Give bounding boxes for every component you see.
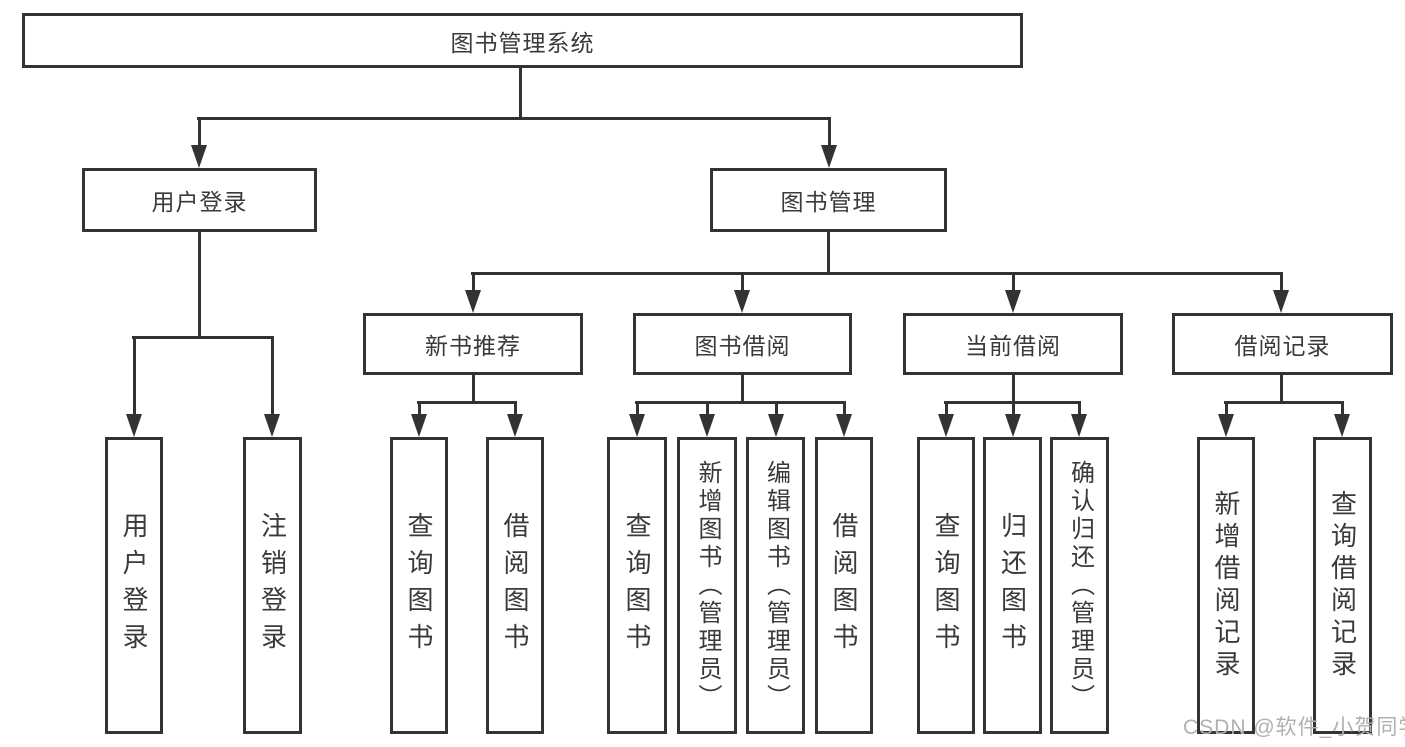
connector-stem	[843, 401, 846, 416]
leaf-nb-query-books: 查询图书	[390, 437, 448, 734]
connector-group-bus	[1224, 401, 1344, 404]
connector-stem	[133, 336, 136, 416]
node-book-borrow-label: 图书借阅	[694, 333, 791, 359]
arrowhead-down-icon	[1071, 414, 1087, 437]
connector-stem	[1012, 401, 1015, 416]
connector-stem	[1280, 272, 1283, 292]
arrowhead-down-icon	[465, 290, 481, 313]
arrowhead-down-icon	[734, 290, 750, 313]
connector-level3-bus	[471, 272, 1283, 275]
leaf-logout-label: 注销登录	[257, 511, 288, 660]
arrowhead-down-icon	[1218, 414, 1234, 437]
leaf-bb-query-books-label: 查询图书	[622, 511, 652, 660]
leaf-cb-confirm-return: 确认归还（管理员）	[1050, 437, 1109, 734]
arrowhead-down-icon	[507, 414, 523, 437]
arrowhead-down-icon	[768, 414, 784, 437]
leaf-bb-add-books: 新增图书（管理员）	[677, 437, 737, 734]
leaf-cb-return-books-label: 归还图书	[997, 511, 1028, 660]
connector-stem	[271, 336, 274, 416]
connector-stem	[706, 401, 709, 416]
leaf-cb-query-books-label: 查询图书	[931, 511, 961, 660]
connector-bookmgmt-drop	[827, 230, 830, 275]
leaf-cb-confirm-return-label: 确认归还（管理员）	[1066, 459, 1094, 712]
leaf-br-add-record-label: 新增借阅记录	[1211, 489, 1241, 682]
arrowhead-down-icon	[1334, 414, 1350, 437]
connector-userlogin-drop	[198, 230, 201, 339]
leaf-cb-query-books: 查询图书	[917, 437, 975, 734]
watermark: CSDN @软件_小贺同学	[1183, 716, 1405, 739]
leaf-bb-edit-books: 编辑图书（管理员）	[746, 437, 805, 734]
connector-group-bus	[417, 401, 517, 404]
connector-stem	[418, 401, 421, 416]
node-new-book-recommend: 新书推荐	[363, 313, 583, 375]
connector-stem	[636, 401, 639, 416]
leaf-user-login: 用户登录	[105, 437, 163, 734]
arrowhead-down-icon	[821, 145, 837, 168]
connector-group-bus	[132, 336, 274, 339]
arrowhead-down-icon	[1273, 290, 1289, 313]
arrowhead-down-icon	[191, 145, 207, 168]
arrowhead-down-icon	[836, 414, 852, 437]
leaf-br-add-record: 新增借阅记录	[1197, 437, 1255, 734]
connector-group-bus	[635, 401, 846, 404]
connector-stem	[198, 117, 201, 147]
leaf-bb-query-books: 查询图书	[607, 437, 667, 734]
connector-stem	[775, 401, 778, 416]
connector-root-drop	[519, 66, 522, 120]
arrowhead-down-icon	[629, 414, 645, 437]
leaf-logout: 注销登录	[243, 437, 302, 734]
connector-level2-bus	[197, 117, 831, 120]
node-user-login-label: 用户登录	[151, 189, 248, 215]
connector-stem	[514, 401, 517, 416]
node-borrow-records: 借阅记录	[1172, 313, 1393, 375]
leaf-bb-add-books-label: 新增图书（管理员）	[694, 459, 721, 712]
connector-stem	[1225, 401, 1228, 416]
node-current-borrow: 当前借阅	[903, 313, 1123, 375]
arrowhead-down-icon	[411, 414, 427, 437]
leaf-nb-borrow-books-label: 借阅图书	[500, 511, 530, 660]
arrowhead-down-icon	[264, 414, 280, 437]
arrowhead-down-icon	[938, 414, 954, 437]
connector-drop	[741, 373, 744, 404]
node-new-book-recommend-label: 新书推荐	[425, 333, 521, 359]
arrowhead-down-icon	[126, 414, 142, 437]
leaf-bb-borrow-books-label: 借阅图书	[829, 511, 859, 660]
connector-drop	[472, 373, 475, 404]
connector-stem	[1341, 401, 1344, 416]
leaf-nb-borrow-books: 借阅图书	[486, 437, 544, 734]
leaf-bb-edit-books-label: 编辑图书（管理员）	[762, 459, 790, 712]
arrowhead-down-icon	[1005, 414, 1021, 437]
node-root: 图书管理系统	[22, 13, 1023, 68]
node-book-borrow: 图书借阅	[633, 313, 852, 375]
leaf-bb-borrow-books: 借阅图书	[815, 437, 873, 734]
connector-drop	[1012, 373, 1015, 404]
connector-stem	[828, 117, 831, 147]
connector-stem	[945, 401, 948, 416]
connector-drop	[1280, 373, 1283, 404]
leaf-cb-return-books: 归还图书	[983, 437, 1042, 734]
node-borrow-records-label: 借阅记录	[1234, 333, 1331, 359]
leaf-nb-query-books-label: 查询图书	[404, 511, 434, 660]
node-book-management: 图书管理	[710, 168, 947, 232]
node-root-label: 图书管理系统	[450, 29, 595, 56]
connector-stem	[1012, 272, 1015, 292]
leaf-br-query-record-label: 查询借阅记录	[1327, 489, 1358, 682]
node-book-management-label: 图书管理	[780, 189, 877, 215]
node-user-login: 用户登录	[82, 168, 317, 232]
connector-stem	[741, 272, 744, 292]
connector-stem	[472, 272, 475, 292]
connector-stem	[1078, 401, 1081, 416]
leaf-br-query-record: 查询借阅记录	[1313, 437, 1372, 734]
arrowhead-down-icon	[699, 414, 715, 437]
leaf-user-login-label: 用户登录	[119, 511, 149, 660]
arrowhead-down-icon	[1005, 290, 1021, 313]
node-current-borrow-label: 当前借阅	[965, 333, 1061, 359]
